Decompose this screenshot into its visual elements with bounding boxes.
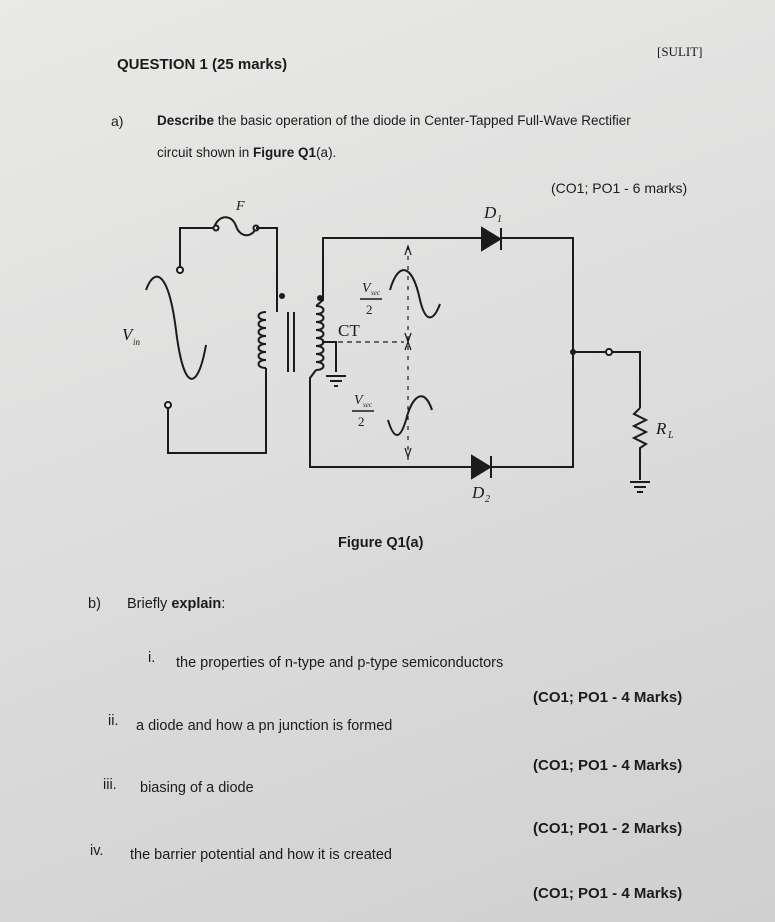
vsec-top-denominator: 2	[366, 302, 373, 317]
vsec-bottom-subscript: sec	[363, 401, 373, 409]
part-a-describe: Describe	[157, 113, 215, 128]
primary-wire-bottom	[167, 368, 267, 454]
part-a-line1-rest: the basic operation of the diode in Cent…	[214, 113, 631, 128]
item-4-number: iv.	[90, 843, 104, 859]
item-2-marks: (CO1; PO1 - 4 Marks)	[533, 757, 683, 774]
part-b-label: b)	[88, 596, 101, 612]
d1-diode-icon	[481, 226, 502, 252]
secondary-wire-top	[315, 237, 482, 307]
secondary-coil-icon	[315, 305, 325, 371]
rl-subscript: L	[667, 430, 674, 441]
secondary-wire-bottom	[309, 369, 472, 468]
part-a-label: a)	[111, 113, 124, 129]
item-2-number: ii.	[108, 713, 119, 729]
d2-label: D	[471, 483, 485, 502]
rl-label: R	[655, 419, 667, 438]
vin-sine-icon	[145, 275, 207, 380]
d2-subscript: 2	[485, 494, 490, 505]
vsec-top-subscript: sec	[371, 289, 381, 297]
vsec-top-wave-icon	[389, 269, 441, 319]
item-3-text: biasing of a diode	[140, 780, 254, 796]
primary-wire-top	[179, 227, 214, 268]
sulit-tag: [SULIT]	[657, 44, 703, 59]
item-4-text: the barrier potential and how it is crea…	[130, 847, 392, 863]
part-a-marks: (CO1; PO1 - 6 marks)	[551, 180, 688, 196]
d2-diode-icon	[471, 454, 492, 480]
item-3-marks: (CO1; PO1 - 2 Marks)	[533, 820, 683, 837]
vsec-bottom-denominator: 2	[358, 414, 365, 429]
vsec-bottom-numerator: V	[354, 393, 364, 408]
primary-wire-right-top	[256, 227, 278, 312]
item-1-text: the properties of n-type and p-type semi…	[176, 655, 504, 671]
circuit-diagram: F V in CT D 1 D 2 R L V sec 2 V sec 2	[122, 199, 674, 505]
part-a-line2-end: (a).	[316, 145, 337, 160]
primary-dot	[279, 293, 285, 299]
item-1-number: i.	[148, 650, 156, 666]
center-tap-wire	[322, 341, 337, 372]
center-tap-label: CT	[338, 321, 360, 340]
part-a-line1: Describe the basic operation of the diod…	[157, 113, 631, 128]
fuse-label: F	[235, 199, 245, 214]
secondary-dot	[317, 295, 323, 301]
output-wire-right	[491, 237, 574, 468]
rl-resistor-icon	[631, 407, 649, 480]
part-a-figure-ref: Figure Q1	[253, 145, 317, 160]
part-b-intro: Briefly explain:	[127, 596, 225, 612]
primary-coil-icon	[257, 311, 267, 369]
part-b-intro-end: :	[221, 596, 226, 612]
question-title: QUESTION 1 (25 marks)	[117, 56, 288, 73]
junction-dot	[570, 349, 576, 355]
item-2-text: a diode and how a pn junction is formed	[136, 718, 393, 734]
fuse-icon	[213, 216, 257, 237]
part-a-line2: circuit shown in Figure Q1(a).	[157, 145, 336, 160]
item-1-marks: (CO1; PO1 - 4 Marks)	[533, 689, 683, 706]
part-b-explain: explain	[171, 596, 222, 612]
vin-label: V	[122, 325, 135, 344]
item-3-number: iii.	[103, 777, 117, 793]
vsec-bottom-wave-icon	[387, 395, 433, 436]
vsec-top-numerator: V	[362, 281, 372, 296]
item-4-marks: (CO1; PO1 - 4 Marks)	[533, 885, 683, 902]
d1-subscript: 1	[497, 214, 502, 225]
vin-subscript: in	[133, 337, 141, 347]
figure-caption: Figure Q1(a)	[338, 535, 424, 551]
d1-label: D	[483, 203, 497, 222]
part-a-line2-start: circuit shown in	[157, 145, 254, 160]
part-b-intro-start: Briefly	[127, 596, 172, 612]
